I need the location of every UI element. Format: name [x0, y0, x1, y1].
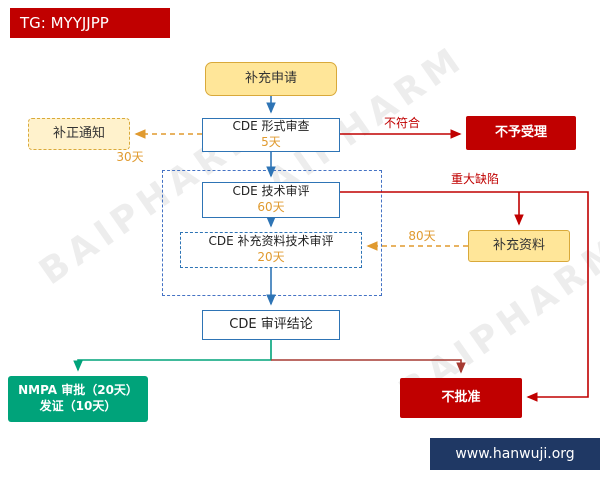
node-not-accepted: 不予受理: [466, 116, 576, 150]
edge-label-major-defect: 重大缺陷: [450, 172, 499, 186]
node-label: CDE 审评结论: [229, 316, 313, 332]
node-title: CDE 补充资料技术审评: [208, 234, 334, 249]
node-title: CDE 形式审查: [232, 119, 310, 134]
node-formal-review: CDE 形式审查 5天: [202, 118, 340, 152]
node-review-conclusion: CDE 审评结论: [202, 310, 340, 340]
edge-label-80-days: 80天: [408, 229, 436, 243]
node-line2: 发证（10天）: [39, 399, 117, 413]
node-correction-notice: 补正通知: [28, 118, 130, 150]
edge-label-30-days: 30天: [116, 150, 144, 164]
node-title: CDE 技术审评: [232, 184, 310, 199]
site-url-banner: www.hanwuji.org: [430, 438, 600, 470]
node-supp-materials: 补充资料: [468, 230, 570, 262]
node-label: 补充资料: [492, 237, 545, 253]
node-label: 补正通知: [52, 125, 105, 141]
edge-label-not-conform: 不符合: [383, 116, 420, 130]
node-tech-review: CDE 技术审评 60天: [202, 182, 340, 218]
node-supplementary-application: 补充申请: [205, 62, 337, 96]
node-label: 补充申请: [244, 70, 297, 86]
node-days: 5天: [261, 135, 281, 149]
node-days: 20天: [257, 250, 285, 264]
node-supp-tech-review: CDE 补充资料技术审评 20天: [180, 232, 362, 268]
tg-banner: TG: MYYJJPP: [10, 8, 170, 38]
node-days: 60天: [257, 200, 285, 214]
node-not-approved: 不批准: [400, 378, 522, 418]
node-label: 不批准: [441, 389, 481, 405]
node-label: 不予受理: [494, 124, 547, 140]
node-line1: NMPA 审批（20天）: [18, 383, 138, 398]
node-nmpa-approval: NMPA 审批（20天） 发证（10天）: [8, 376, 148, 422]
